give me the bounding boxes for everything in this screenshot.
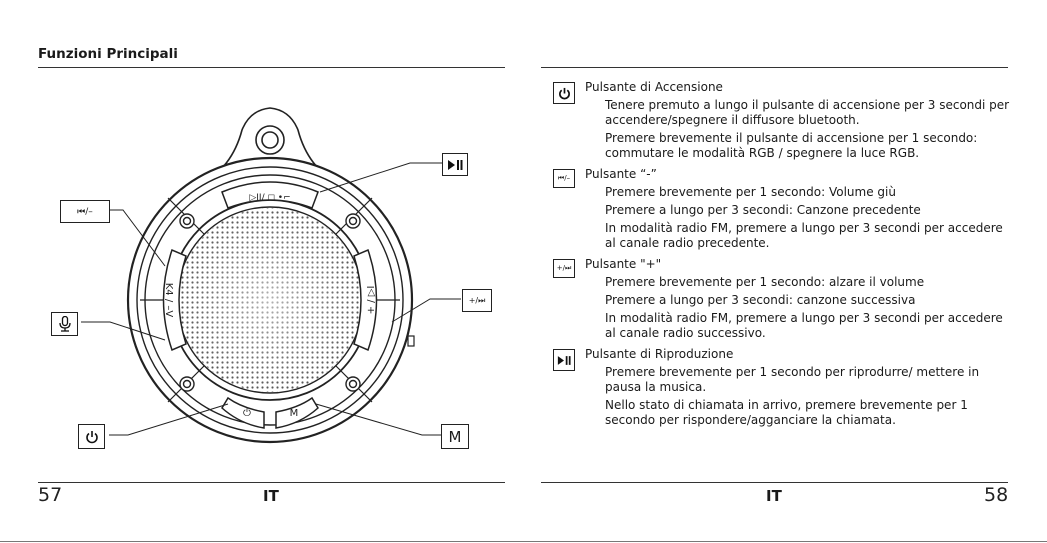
paragraph: Nello stato di chiamata in arrivo, preme… (605, 398, 968, 427)
play-pause-icon (448, 159, 463, 170)
header-rule-right (541, 67, 1008, 68)
next-plus-icon: +/⏭ (553, 259, 575, 278)
paragraph: Tenere premuto a lungo il pulsante di ac… (605, 98, 1010, 127)
page-number-right: 58 (984, 484, 1009, 506)
callout-prev-minus: ⏮/– (60, 200, 110, 223)
section-title: Pulsante “-” (585, 167, 657, 181)
language-label-left: IT (263, 487, 279, 505)
page-title: Funzioni Principali (38, 46, 178, 62)
paragraph: Premere brevemente per 1 secondo: alzare… (605, 275, 925, 289)
instructions: Pulsante di Accensione Tenere premuto a … (553, 80, 1015, 428)
paragraph: In modalità radio FM, premere a lungo pe… (605, 221, 1003, 250)
section-plus: +/⏭ Pulsante "+" Premere brevemente per … (553, 257, 1015, 341)
prev-minus-icon: ⏮/– (77, 206, 93, 217)
power-icon (553, 82, 575, 104)
play-button-shape (221, 181, 319, 209)
microphone-icon (58, 316, 71, 332)
language-label-right: IT (766, 487, 782, 505)
svg-text:+ / ▷I: + / ▷I (366, 286, 377, 315)
callout-mode: M (441, 424, 469, 449)
mode-icon: M (448, 427, 462, 446)
section-title: Pulsante "+" (585, 257, 662, 271)
callout-microphone (51, 312, 78, 336)
footer-rule-right (541, 482, 1008, 483)
paragraph: In modalità radio FM, premere a lungo pe… (605, 311, 1003, 340)
section-title: Pulsante di Accensione (585, 80, 723, 94)
paragraph: Premere brevemente per 1 secondo per rip… (605, 365, 980, 394)
prev-minus-icon: ⏮/– (553, 169, 575, 188)
footer-rule-left (38, 482, 505, 483)
paragraph: Premere a lungo per 3 secondi: Canzone p… (605, 203, 921, 217)
paragraph: Premere brevemente il pulsante di accens… (605, 131, 978, 160)
power-icon (85, 430, 98, 443)
callout-play-pause (442, 153, 468, 176)
svg-text:⏻: ⏻ (243, 408, 251, 419)
svg-text:K4 / –V: K4 / –V (163, 283, 174, 318)
svg-text:M: M (290, 408, 299, 419)
bottom-border (0, 541, 1047, 542)
section-power: Pulsante di Accensione Tenere premuto a … (553, 80, 1015, 161)
paragraph: Premere brevemente per 1 secondo: Volume… (605, 185, 896, 199)
section-title: Pulsante di Riproduzione (585, 347, 734, 361)
play-pause-icon (553, 349, 575, 371)
svg-text:▷II/ ◻ •⌐: ▷II/ ◻ •⌐ (249, 193, 290, 203)
screws (179, 213, 361, 392)
next-plus-icon: +/⏭ (468, 295, 486, 305)
page-number-left: 57 (38, 484, 63, 506)
header-rule-left (38, 67, 505, 68)
section-minus: ⏮/– Pulsante “-” Premere brevemente per … (553, 167, 1015, 251)
callout-next-plus: +/⏭ (462, 289, 492, 312)
paragraph: Premere a lungo per 3 secondi: canzone s… (605, 293, 916, 307)
callout-power (78, 424, 105, 449)
section-play: Pulsante di Riproduzione Premere breveme… (553, 347, 1015, 428)
